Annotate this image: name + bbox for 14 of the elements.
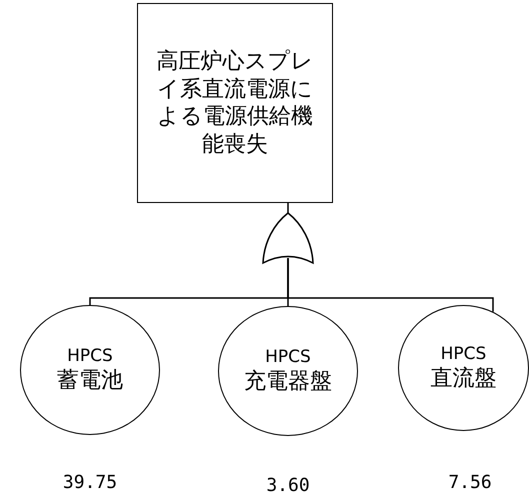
connector-line <box>287 203 289 213</box>
or-gate-symbol <box>262 212 314 264</box>
event-text: 高圧炉心スプレイ系直流電源による電源供給機能喪失 <box>156 48 314 158</box>
probability-value: 39.75 <box>62 472 118 493</box>
component-label: 直流盤 <box>430 364 496 393</box>
probability-value: 7.56 <box>448 472 492 493</box>
event-box <box>137 3 333 203</box>
component-label: 充電器盤 <box>244 368 332 396</box>
probability-value: 3.60 <box>266 475 310 496</box>
system-label: HPCS <box>440 342 486 365</box>
component-label: 蓄電池 <box>57 366 123 395</box>
system-label: HPCS <box>265 346 311 368</box>
system-label: HPCS <box>67 344 113 367</box>
connector-line <box>287 258 494 312</box>
